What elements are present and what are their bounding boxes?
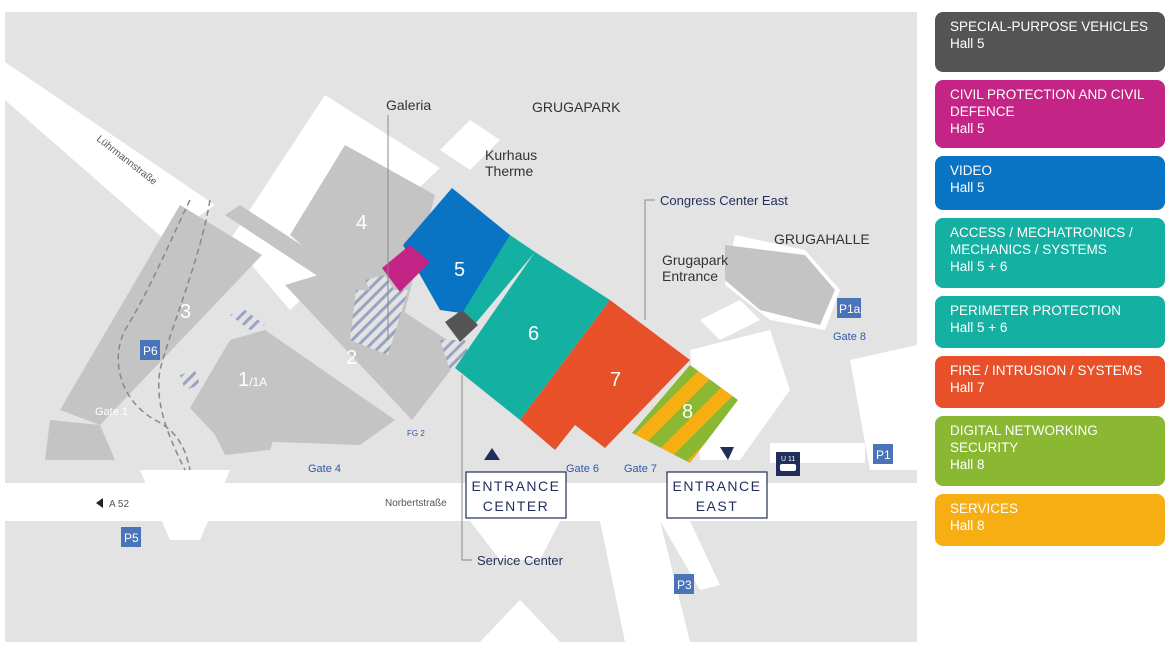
entrance-east-line2: EAST	[696, 498, 739, 514]
grugapark-entrance-label: Grugapark	[662, 252, 729, 268]
parking-p5[interactable]: P5	[121, 527, 141, 547]
parking-p3-label: P3	[677, 578, 692, 592]
footpath	[117, 199, 191, 471]
hall-1-number: 1/1A	[238, 369, 267, 391]
legend-item[interactable]: VIDEO Hall 5	[935, 156, 1165, 210]
parking-p6-label: P6	[143, 344, 158, 358]
galeria-label: Galeria	[386, 97, 431, 113]
legend-category: CIVIL PROTECTION AND CIVIL DEFENCE	[950, 87, 1145, 119]
congress-leader	[644, 199, 655, 320]
legend-item[interactable]: SPECIAL-PURPOSE VEHICLES Hall 5	[935, 12, 1165, 72]
legend-category: SPECIAL-PURPOSE VEHICLES	[950, 19, 1149, 34]
gate-1-label: Gate 1	[95, 406, 128, 418]
tram-icon	[780, 464, 796, 471]
legend-item[interactable]: FIRE / INTRUSION / SYSTEMS Hall 7	[935, 356, 1165, 408]
legend-hall: Hall 5	[950, 36, 985, 51]
legend-item[interactable]: SERVICES Hall 8	[935, 494, 1165, 546]
legend-hall: Hall 5 + 6	[950, 259, 1008, 274]
tram-stop-u11[interactable]: U 11	[776, 452, 800, 476]
hall-6-number: 6	[528, 323, 539, 345]
legend-category: DIGITAL NETWORKING SECURITY	[950, 423, 1098, 455]
norbertstrasse-label: Norbertstraße	[385, 498, 447, 509]
legend-hall: Hall 8	[950, 457, 985, 472]
gate-7-label: Gate 7	[624, 463, 657, 475]
gate-8-label: Gate 8	[833, 331, 866, 343]
legend-item[interactable]: ACCESS / MECHATRONICS / MECHANICS / SYST…	[935, 218, 1165, 288]
parking-p5-label: P5	[124, 531, 139, 545]
entrance-east-line1: ENTRANCE	[672, 478, 761, 494]
gate-4-label: Gate 4	[308, 463, 341, 475]
parking-p3[interactable]: P3	[674, 574, 694, 594]
legend-hall: Hall 5	[950, 180, 985, 195]
hall-8-number: 8	[682, 401, 693, 423]
kurhaus-label: Kurhaus	[485, 147, 537, 163]
parking-p1-label: P1	[876, 448, 891, 462]
fg2-label: FG 2	[407, 429, 425, 438]
legend-hall: Hall 5 + 6	[950, 320, 1008, 335]
legend-item[interactable]: DIGITAL NETWORKING SECURITY Hall 8	[935, 416, 1165, 486]
entrance-center-line2: CENTER	[483, 498, 550, 514]
parking-p1[interactable]: P1	[873, 444, 893, 464]
entrance-center[interactable]: ENTRANCE CENTER	[465, 471, 567, 519]
hall-8-digital-services[interactable]	[632, 365, 738, 463]
legend-item[interactable]: PERIMETER PROTECTION Hall 5 + 6	[935, 296, 1165, 348]
parking-p1a[interactable]: P1a	[837, 298, 861, 318]
hall-5-number: 5	[454, 259, 465, 281]
legend-category: FIRE / INTRUSION / SYSTEMS	[950, 363, 1143, 378]
legend-hall: Hall 7	[950, 380, 985, 395]
therme-label: Therme	[485, 163, 533, 179]
entrance-east[interactable]: ENTRANCE EAST	[666, 471, 768, 519]
congress-center-east-label: Congress Center East	[660, 193, 788, 208]
service-center-label: Service Center	[477, 553, 564, 568]
parking-p6[interactable]: P6	[140, 340, 160, 360]
hall-5-civil-protection[interactable]	[382, 245, 430, 292]
service-center-leader	[461, 375, 472, 561]
hall-5-access[interactable]	[455, 235, 535, 330]
legend-hall: Hall 5	[950, 121, 985, 136]
a52-arrow-icon	[96, 498, 103, 508]
hall-2-number: 2	[346, 347, 357, 369]
legend-category: PERIMETER PROTECTION	[950, 303, 1122, 318]
parking-p1a-label: P1a	[839, 302, 861, 316]
hall-7-fire[interactable]	[520, 300, 690, 450]
hall-shadows	[180, 275, 470, 390]
entrance-center-marker-icon	[484, 448, 500, 460]
a52-label: A 52	[109, 499, 129, 510]
hall-5-special-vehicles[interactable]	[445, 310, 478, 342]
footpath-2	[157, 199, 211, 471]
tram-line-label: U 11	[781, 456, 795, 463]
grugahalle-label: GRUGAHALLE	[774, 231, 870, 247]
legend-hall: Hall 8	[950, 518, 985, 533]
gate-6-label: Gate 6	[566, 463, 599, 475]
hall-3-number: 3	[180, 301, 191, 323]
grugapark-label: GRUGAPARK	[532, 99, 621, 115]
venue-map: 1/1A 2 3 4 5 6 7 8 Galeria GRUGAPARK Kur…	[5, 12, 917, 642]
hall-4-number: 4	[356, 212, 367, 234]
grugapark-entrance-label-2: Entrance	[662, 268, 718, 284]
legend-category: SERVICES	[950, 501, 1019, 516]
legend-category: ACCESS / MECHATRONICS / MECHANICS / SYST…	[950, 225, 1133, 257]
entrance-center-line1: ENTRANCE	[471, 478, 560, 494]
hall-7-number: 7	[610, 369, 621, 391]
entrance-east-marker-icon	[720, 447, 734, 460]
legend-category: VIDEO	[950, 163, 993, 178]
hall-6-access-perimeter[interactable]	[455, 252, 610, 420]
legend-item[interactable]: CIVIL PROTECTION AND CIVIL DEFENCE Hall 5	[935, 80, 1165, 148]
